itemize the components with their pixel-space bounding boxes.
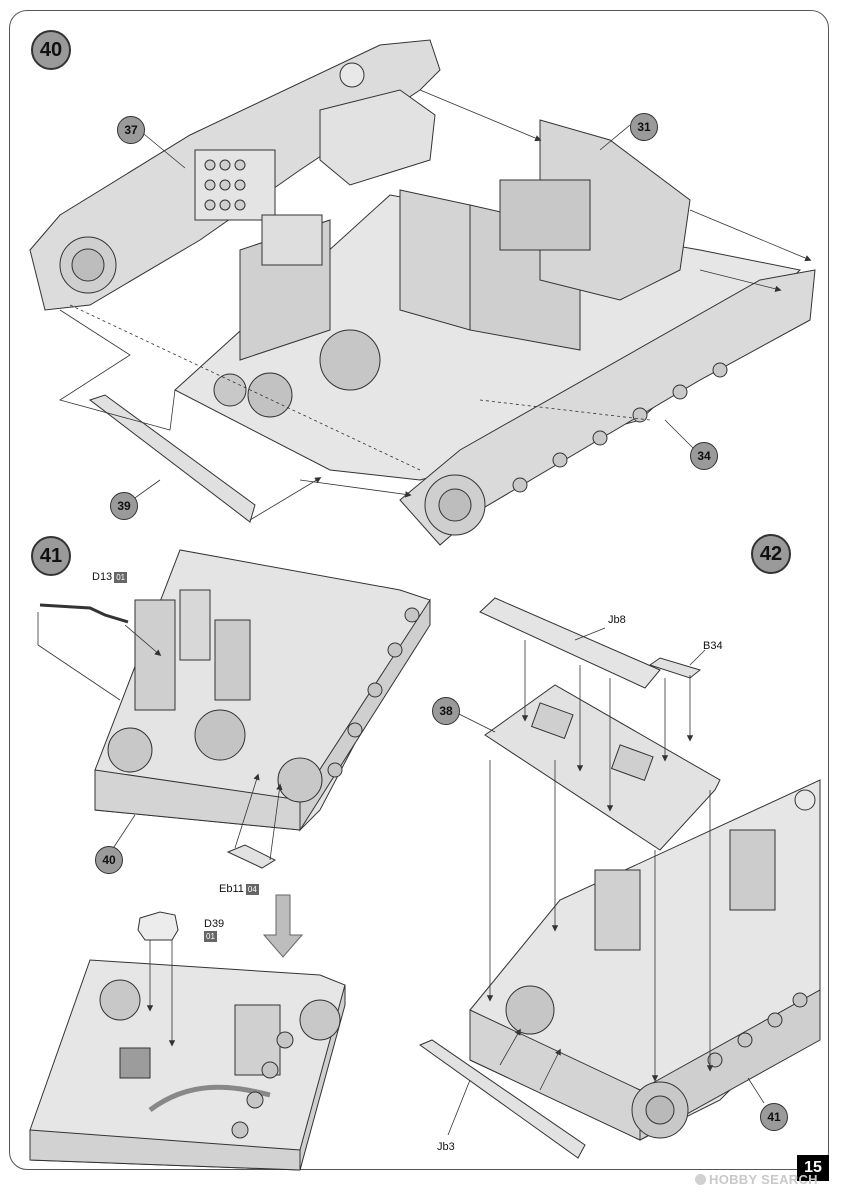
page-frame xyxy=(9,10,829,1170)
part-eb11 xyxy=(226,844,277,869)
part-label-b34: B34 xyxy=(703,640,723,652)
callout-37: 37 xyxy=(117,116,145,144)
part-b34 xyxy=(648,657,702,679)
step42-guides xyxy=(447,627,765,1136)
callout-41: 41 xyxy=(760,1103,788,1131)
hobby-search-logo-icon xyxy=(695,1174,706,1185)
callout-39: 39 xyxy=(110,492,138,520)
part-id: D39 xyxy=(204,918,225,930)
sprue-tag: 01 xyxy=(114,572,128,583)
part-id: Eb11 xyxy=(219,883,244,895)
part-d13 xyxy=(39,603,129,624)
sprue-tag: 01 xyxy=(204,931,217,942)
step41-top-drawing xyxy=(39,549,431,869)
page-number: 15 xyxy=(797,1155,829,1181)
step-flow-arrow xyxy=(262,894,304,958)
callout-31: 31 xyxy=(630,113,658,141)
callout-40: 40 xyxy=(95,846,123,874)
step40-drawing xyxy=(29,39,816,546)
part-jb3 xyxy=(418,1039,586,1159)
part-d39 xyxy=(137,911,179,941)
step-number-41: 41 xyxy=(31,536,71,576)
step41-bottom-drawing xyxy=(29,911,346,1171)
part-label-jb3: Jb3 xyxy=(437,1141,455,1153)
watermark: HOBBY SEARCH xyxy=(695,1172,818,1187)
callout-34: 34 xyxy=(690,442,718,470)
step42-drawing xyxy=(418,597,821,1159)
deck-plate-38 xyxy=(484,684,721,851)
callout-38: 38 xyxy=(432,697,460,725)
step-number-40: 40 xyxy=(31,30,71,70)
sprue-tag: 04 xyxy=(245,884,259,895)
side-stowage-box xyxy=(319,89,436,186)
checker-grille xyxy=(119,1047,151,1079)
watermark-text: HOBBY SEARCH xyxy=(709,1172,818,1187)
step41-bottom-guides xyxy=(146,940,176,1047)
transmission xyxy=(319,329,381,391)
part-jb8 xyxy=(479,597,661,689)
rear-bulkhead-31 xyxy=(539,119,691,301)
part-id: D13 xyxy=(92,571,113,583)
step41-top-guides xyxy=(37,612,283,861)
step-number-42: 42 xyxy=(751,534,791,574)
engine-block xyxy=(499,179,591,251)
part-label-jb8: Jb8 xyxy=(608,614,626,626)
front-plate-39 xyxy=(88,394,256,523)
